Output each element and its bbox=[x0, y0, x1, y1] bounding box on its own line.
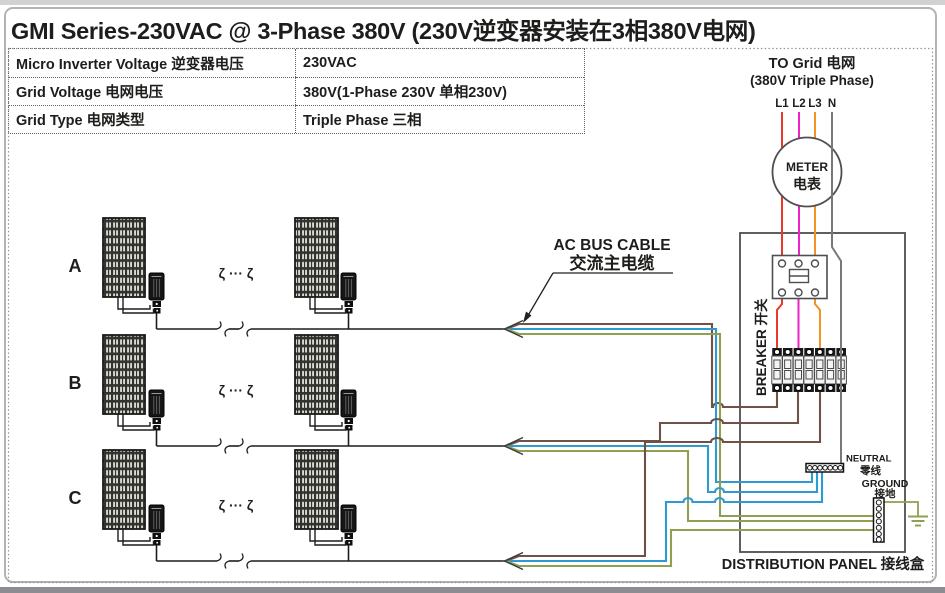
neutral-label-zh: 零线 bbox=[859, 464, 881, 477]
spec-row-label: Micro Inverter Voltage 逆变器电压 bbox=[9, 49, 296, 77]
to-grid-sublabel: (380V Triple Phase) bbox=[750, 73, 874, 88]
breaker-module bbox=[814, 347, 826, 393]
wire-line-brown bbox=[505, 392, 822, 562]
meter-circle bbox=[771, 136, 843, 208]
phase-label-l3: L3 bbox=[808, 98, 821, 110]
bottom-edge-band bbox=[0, 587, 945, 593]
spec-row-value: 230VAC bbox=[303, 55, 357, 71]
wire-ground-green bbox=[505, 445, 874, 523]
breaker-modules bbox=[771, 347, 847, 393]
spec-row-value: Triple Phase 三相 bbox=[296, 105, 584, 133]
breaker-module bbox=[792, 347, 805, 393]
page-title: GMI Series-230VAC @ 3-Phase 380V (230V逆变… bbox=[11, 18, 756, 44]
earth-ground-icon bbox=[908, 515, 928, 527]
wire-l3-out bbox=[814, 296, 821, 348]
row-label-b: B bbox=[69, 373, 82, 393]
phase-label-l1: L1 bbox=[775, 98, 789, 110]
wire-neutral-blue bbox=[509, 327, 814, 484]
spec-row-label: Grid Voltage 电网电压 bbox=[9, 77, 296, 105]
breaker-module bbox=[824, 347, 837, 393]
diagram-dotted-border bbox=[7, 47, 934, 584]
wire-ground-green bbox=[505, 528, 874, 568]
breaker-module bbox=[771, 347, 783, 393]
wire-line-brown bbox=[505, 392, 800, 447]
cable-sheath-chevron bbox=[502, 319, 524, 339]
wire-line-brown bbox=[505, 322, 779, 409]
spec-row-label: Grid Type 电网类型 bbox=[9, 105, 296, 133]
wire-neutral-blue bbox=[509, 471, 824, 563]
wire-neutral-blue bbox=[509, 444, 819, 494]
to-grid-label: TO Grid 电网 bbox=[769, 54, 856, 72]
leader-arrow bbox=[523, 272, 673, 323]
meter-label-zh: 电表 bbox=[793, 176, 822, 192]
main-breaker-switch bbox=[771, 254, 828, 300]
meter-label-en: METER bbox=[786, 160, 828, 174]
neutral-bar bbox=[805, 462, 845, 473]
ac-bus-cable-label-zh: 交流主电缆 bbox=[570, 253, 655, 273]
wire-l1-out bbox=[776, 296, 783, 348]
cable-sheath-chevron bbox=[502, 436, 524, 456]
distribution-panel-label: DISTRIBUTION PANEL 接线盒 bbox=[722, 555, 925, 573]
wire-ground-green bbox=[505, 328, 874, 518]
ground-bar bbox=[872, 497, 885, 543]
breaker-module bbox=[782, 347, 794, 393]
ac-bundle-row-c bbox=[502, 392, 874, 571]
breaker-module bbox=[803, 347, 815, 393]
row-label-c: C bbox=[69, 488, 82, 508]
ac-bus-cable-label-en: AC BUS CABLE bbox=[553, 237, 670, 254]
distribution-panel-box bbox=[739, 232, 906, 553]
pv-row-a bbox=[103, 218, 506, 337]
top-edge-band bbox=[0, 0, 945, 5]
phase-label-n: N bbox=[828, 98, 836, 110]
phase-label-l2: L2 bbox=[792, 98, 805, 110]
wire-neutral-n bbox=[831, 112, 842, 463]
ac-bundle-row-b bbox=[502, 392, 874, 523]
cable-sheath-chevron bbox=[502, 551, 524, 571]
spec-row-value: 380V(1-Phase 230V 单相230V) bbox=[296, 77, 584, 105]
spec-table: Micro Inverter Voltage 逆变器电压 230VAC Grid… bbox=[8, 48, 585, 134]
ac-bundle-row-a bbox=[502, 319, 874, 518]
pv-row-b bbox=[103, 335, 506, 454]
ground-label-zh: 接地 bbox=[875, 487, 896, 500]
breaker-label: BREAKER 开关 bbox=[753, 298, 769, 396]
pv-row-c bbox=[103, 450, 506, 569]
ground-label-en: GROUND bbox=[862, 478, 909, 490]
row-label-a: A bbox=[69, 256, 82, 276]
wire-earth bbox=[884, 501, 919, 516]
neutral-label-en: NEUTRAL bbox=[846, 454, 892, 465]
